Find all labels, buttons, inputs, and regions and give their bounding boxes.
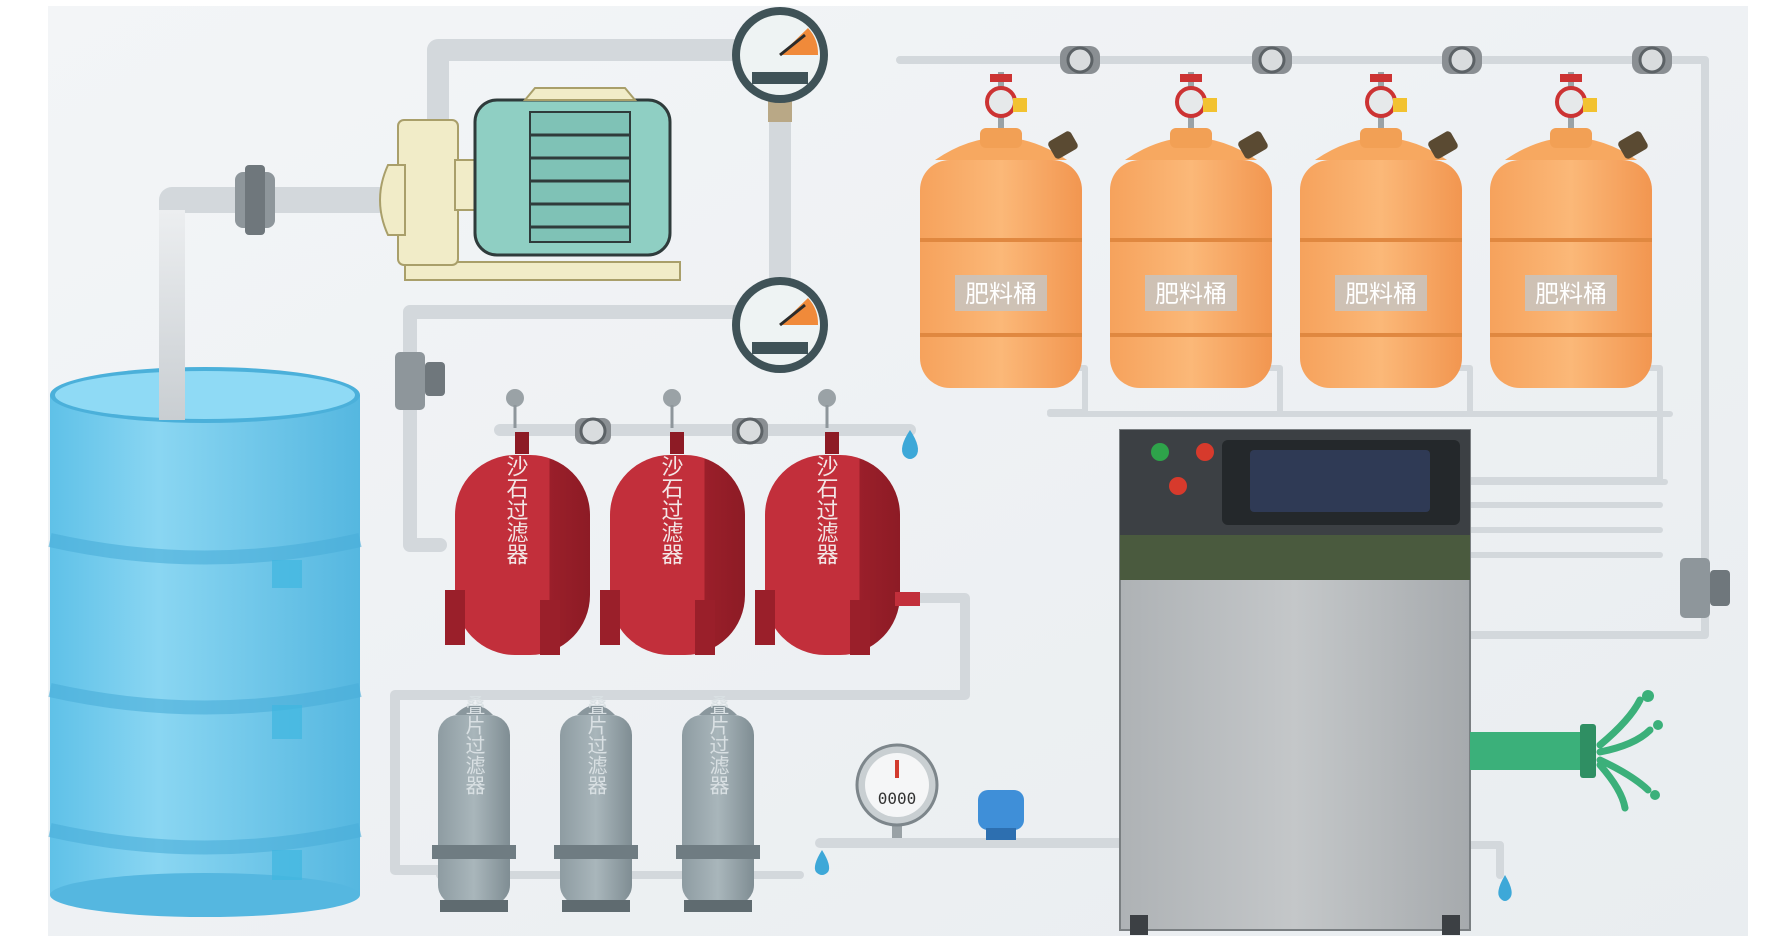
disc-filter-2: 叠片过滤器	[554, 695, 638, 912]
tank-inlet-valve-2	[1175, 72, 1217, 128]
disc-filter-1: 叠片过滤器	[432, 695, 516, 912]
fertilizer-tank-2: 肥料桶	[1110, 128, 1272, 388]
sand-filter-label: 沙石过滤器	[813, 455, 839, 565]
disc-filter-group: 叠片过滤器 叠片过滤器 叠片过滤器	[432, 695, 830, 912]
fertilizer-tank-group: 肥料桶 肥料桶 肥料桶 肥料桶	[920, 46, 1672, 388]
fertigation-machine	[1119, 429, 1471, 935]
pump-outlet-pipe	[427, 39, 791, 341]
water-drop-icon	[902, 430, 918, 459]
fertilizer-tank-1: 肥料桶	[920, 128, 1082, 388]
disc-filter-label: 叠片过滤器	[462, 695, 486, 795]
fertilizer-tank-label: 肥料桶	[1345, 280, 1417, 308]
disc-filter-3: 叠片过滤器	[676, 695, 760, 912]
water-drop-icon	[814, 850, 830, 875]
flow-meter: 0000	[855, 743, 939, 838]
stop-button-indicator	[1196, 443, 1214, 461]
flow-meter-reading: 0000	[878, 789, 917, 808]
manifold-valve-3	[1442, 46, 1482, 74]
agitator-4	[1618, 131, 1648, 159]
check-valve-return	[1680, 558, 1730, 618]
fertilizer-tank-4: 肥料桶	[1490, 128, 1652, 388]
pressure-gauge-upper	[732, 7, 828, 122]
sand-header-valve-1	[575, 417, 611, 445]
fertilizer-tank-label: 肥料桶	[965, 280, 1037, 308]
sand-filter-label: 沙石过滤器	[503, 455, 529, 565]
water-drop-icon	[1498, 875, 1512, 901]
sand-filter-group: 沙石过滤器 沙石过滤器 沙石过滤器	[445, 389, 920, 655]
manifold-valve-1	[1060, 46, 1100, 74]
start-button-indicator	[1151, 443, 1169, 461]
emergency-stop-indicator	[1169, 477, 1187, 495]
agitator-3	[1428, 131, 1458, 159]
disc-filter-label: 叠片过滤器	[584, 695, 608, 795]
fertilizer-return-pipe	[896, 56, 1709, 639]
check-valve-sand-feed	[395, 352, 445, 410]
agitator-1	[1048, 131, 1078, 159]
outlet-hose	[1470, 690, 1663, 812]
water-spray-icon	[1596, 696, 1654, 812]
sand-filter-3: 沙石过滤器	[755, 389, 920, 655]
fertilizer-tank-3: 肥料桶	[1300, 128, 1462, 388]
sand-filter-1: 沙石过滤器	[445, 389, 590, 655]
tank-inlet-valve-1	[985, 72, 1027, 128]
disc-filter-label: 叠片过滤器	[706, 695, 730, 795]
manifold-valve-4	[1632, 46, 1672, 74]
pressure-gauge-lower	[732, 277, 828, 373]
pipe-to-sand-filters	[403, 305, 767, 552]
sand-filter-2: 沙石过滤器	[600, 389, 745, 655]
tank-inlet-valve-4	[1555, 72, 1597, 128]
sand-header-valve-2	[732, 417, 768, 445]
water-storage-tank	[48, 210, 362, 917]
agitator-2	[1238, 131, 1268, 159]
pipe-to-disc-filters	[390, 593, 970, 875]
sand-filter-label: 沙石过滤器	[658, 455, 684, 565]
solenoid-valve	[978, 790, 1024, 840]
fertilizer-tank-label: 肥料桶	[1535, 280, 1607, 308]
intake-valve	[235, 165, 275, 235]
machine-drain-pipe	[1466, 841, 1504, 879]
tank-inlet-valve-3	[1365, 72, 1407, 128]
fertilizer-tank-label: 肥料桶	[1155, 280, 1227, 308]
manifold-valve-2	[1252, 46, 1292, 74]
water-pump	[379, 87, 681, 281]
